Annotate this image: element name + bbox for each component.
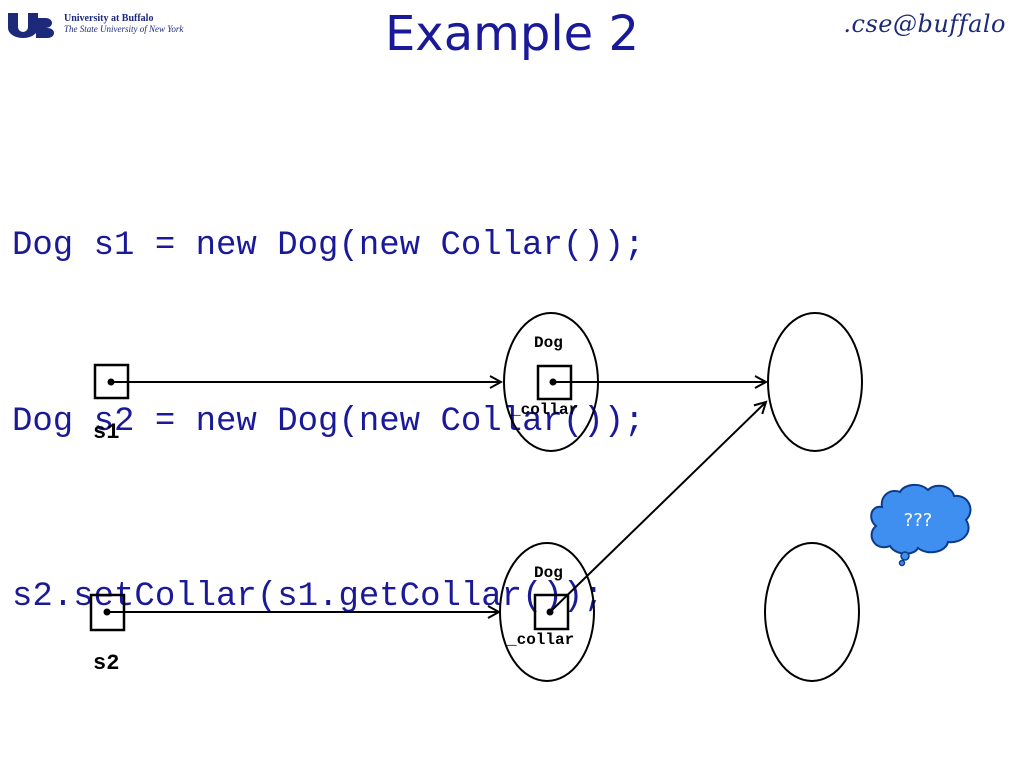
question-cloud: ??? xyxy=(870,484,972,567)
dog1-label: Dog xyxy=(534,334,563,352)
dog2-label: Dog xyxy=(534,564,563,582)
question-cloud-tail-large xyxy=(900,551,910,561)
logo-text: University at Buffalo The State Universi… xyxy=(64,14,183,34)
collar2-object xyxy=(764,542,860,682)
university-logo: University at Buffalo The State Universi… xyxy=(6,8,183,40)
cse-buffalo-brand: .cse@buffalo xyxy=(843,10,1006,38)
code-line-3: s2.setCollar(s1.getCollar()); xyxy=(12,578,604,616)
question-cloud-tail-small xyxy=(898,559,906,567)
collar1-object xyxy=(767,312,863,452)
code-block: Dog s1 = new Dog(new Collar()); Dog s2 =… xyxy=(12,100,645,685)
dog2-collar-to-collar1-arrow xyxy=(549,402,766,613)
slide-title: Example 2 xyxy=(384,6,640,62)
dog2-object xyxy=(499,542,595,682)
dog2-collar-field-label: _collar xyxy=(506,631,574,649)
code-line-1: Dog s1 = new Dog(new Collar()); xyxy=(12,227,645,265)
dog2-collar-field-box xyxy=(533,593,570,631)
question-cloud-text: ??? xyxy=(904,510,933,531)
logo-university-subtitle: The State University of New York xyxy=(64,23,184,34)
s1-label: s1 xyxy=(93,420,119,445)
code-line-2: Dog s2 = new Dog(new Collar()); xyxy=(12,402,645,441)
ub-logo-icon xyxy=(6,10,58,38)
question-cloud-shape xyxy=(870,484,972,555)
s2-label: s2 xyxy=(93,651,119,676)
dog1-collar-field-label: _collar xyxy=(510,401,578,419)
logo-university-name: University at Buffalo xyxy=(64,13,154,25)
